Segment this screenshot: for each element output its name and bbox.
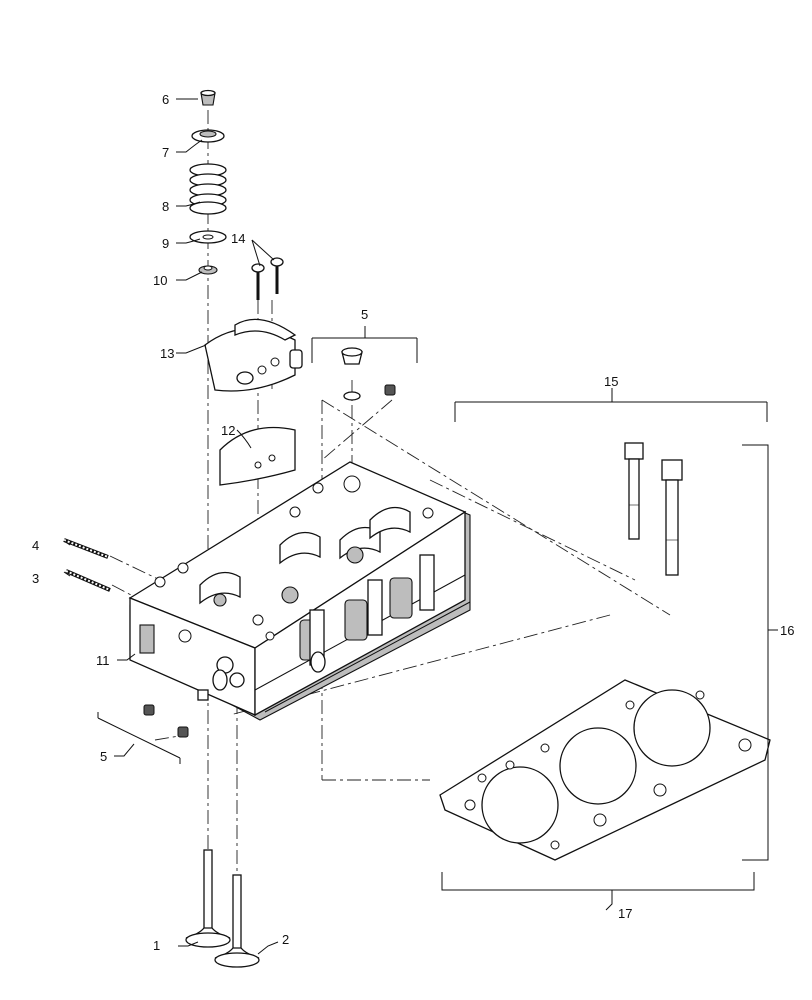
callout-15: 15: [604, 374, 618, 389]
callout-5-upper: 5: [361, 307, 368, 322]
callout-17: 17: [618, 906, 632, 921]
callout-8: 8: [162, 199, 169, 214]
callout-labels: 1 2 3 4 5 5 6 7 8 9 10 11 12 13 14 15 16…: [32, 92, 794, 953]
callout-3: 3: [32, 571, 39, 586]
callout-9: 9: [162, 236, 169, 251]
stud-3: [65, 569, 111, 592]
callout-16: 16: [780, 623, 794, 638]
head-gasket-17: [439, 679, 771, 861]
callout-10: 10: [153, 273, 167, 288]
rocker-bracket-13: [204, 318, 303, 392]
valve-2: [214, 874, 260, 968]
callout-4: 4: [32, 538, 39, 553]
plug-upper: [341, 347, 396, 401]
spring-retainer-7: [191, 129, 225, 143]
callout-2: 2: [282, 932, 289, 947]
callout-13: 13: [160, 346, 174, 361]
head-bolt-a: [624, 442, 644, 540]
valve-seal-10: [198, 265, 218, 275]
callout-1: 1: [153, 938, 160, 953]
cylinder-head: [128, 461, 471, 721]
valve-cap-6: [200, 89, 216, 106]
spring-washer-9: [189, 230, 227, 244]
callout-5-lower: 5: [100, 749, 107, 764]
screw-14a: [251, 263, 265, 300]
callout-6: 6: [162, 92, 169, 107]
callout-14: 14: [231, 231, 245, 246]
plug-lower-a: [143, 704, 155, 716]
leader-lines: [63, 98, 778, 955]
stud-4: [63, 538, 109, 559]
valve-1: [185, 849, 231, 948]
callout-7: 7: [162, 145, 169, 160]
valve-spring-8: [189, 163, 227, 215]
head-bolt-b: [661, 459, 683, 576]
rocker-support-12: [219, 426, 296, 486]
callout-11: 11: [96, 653, 110, 668]
screw-14b: [270, 257, 284, 294]
plug-lower-b: [177, 726, 189, 738]
callout-12: 12: [221, 423, 235, 438]
